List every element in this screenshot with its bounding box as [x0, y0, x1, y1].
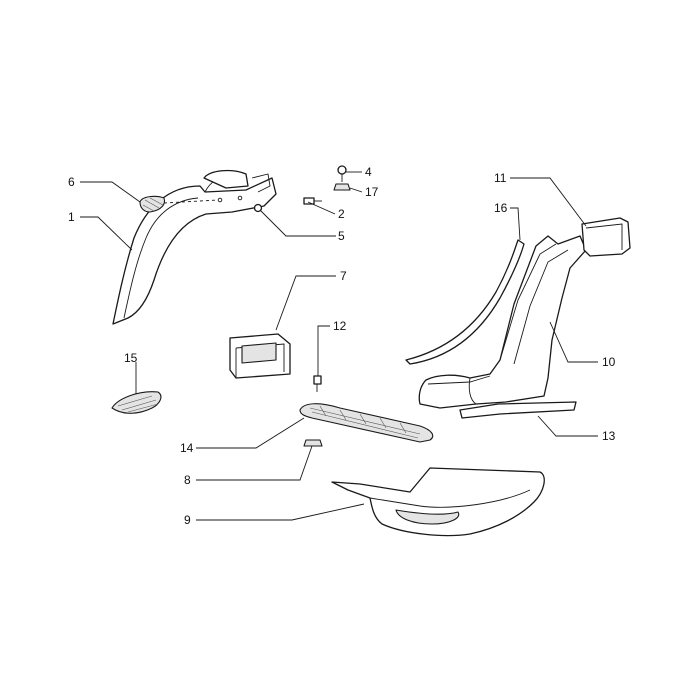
part-15-emblem — [111, 391, 162, 414]
callout-labels: 6 1 4 17 2 5 7 12 15 14 8 9 11 16 10 13 — [68, 165, 616, 527]
callout-12: 12 — [333, 319, 347, 333]
part-12-screw — [313, 375, 322, 392]
part-6-reflector — [139, 195, 219, 213]
callout-6: 6 — [68, 175, 75, 189]
callout-5: 5 — [338, 229, 345, 243]
part-10-leg-shield — [418, 235, 587, 409]
callout-10: 10 — [602, 355, 616, 369]
part-16-trim-strip — [405, 239, 525, 365]
callout-16: 16 — [494, 201, 508, 215]
part-13-footrest-rail — [459, 401, 577, 419]
part-4-bolt — [337, 165, 347, 182]
callout-7: 7 — [340, 269, 347, 283]
part-7-box — [229, 333, 291, 379]
part-5-nut — [253, 203, 263, 213]
callout-13: 13 — [602, 429, 616, 443]
part-8-clip — [303, 439, 323, 447]
callout-11: 11 — [494, 171, 507, 185]
part-14-grille — [299, 403, 434, 443]
callout-2: 2 — [338, 207, 345, 221]
callout-17: 17 — [365, 185, 379, 199]
callout-8: 8 — [184, 473, 191, 487]
leader-lines — [80, 171, 598, 521]
callout-15: 15 — [124, 351, 138, 365]
callout-1: 1 — [68, 210, 75, 224]
part-2-screw — [303, 197, 322, 205]
part-11-bracket — [581, 217, 631, 257]
callout-14: 14 — [180, 441, 194, 455]
part-1-front-mudguard — [112, 169, 277, 325]
part-9-fairing — [331, 467, 545, 537]
part-17-clip — [333, 183, 351, 191]
callout-4: 4 — [365, 165, 372, 179]
callout-9: 9 — [184, 513, 191, 527]
